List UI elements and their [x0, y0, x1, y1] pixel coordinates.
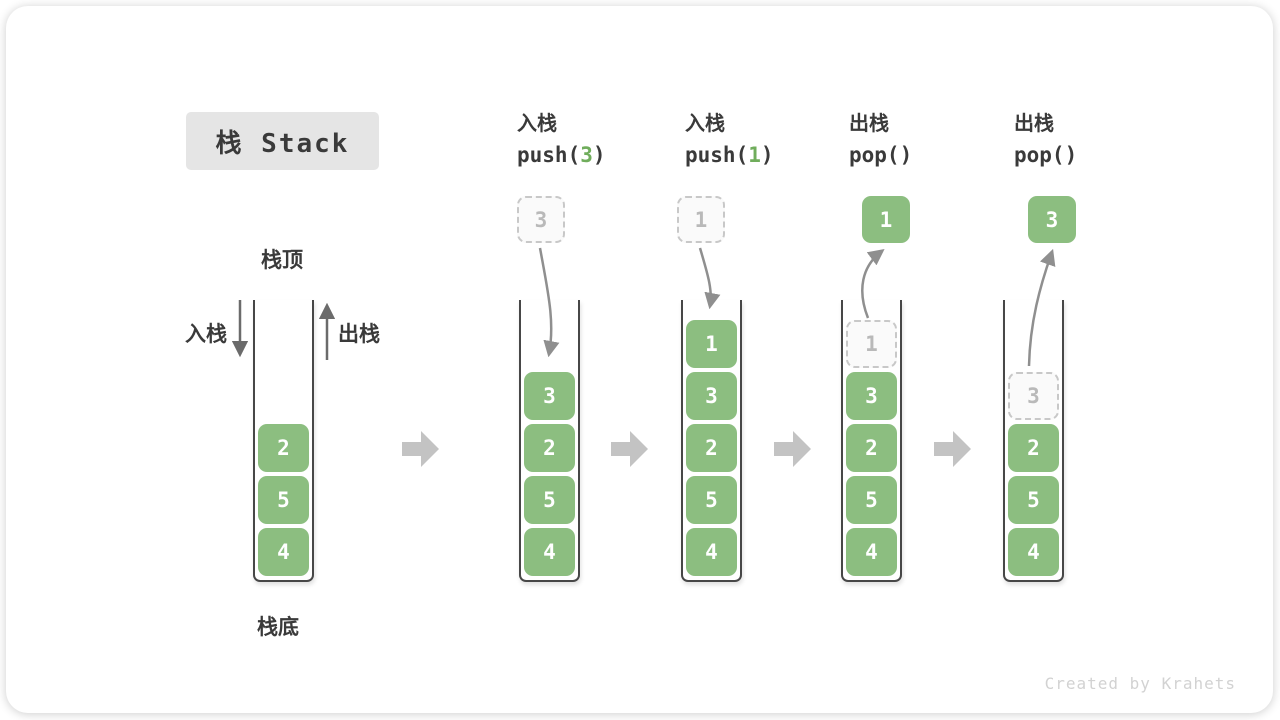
stack-cell: 3 — [846, 372, 897, 420]
popped-value-box: 3 — [1028, 196, 1076, 243]
popped-value-box: 1 — [862, 196, 910, 243]
diagram-title: 栈 Stack — [215, 128, 350, 159]
step-arrow-icon — [774, 431, 811, 472]
stack-cell: 5 — [686, 476, 737, 524]
push-side-label: 入栈 — [185, 323, 227, 346]
incoming-value-box: 1 — [677, 196, 725, 243]
stack-cell: 5 — [1008, 476, 1059, 524]
stack-cell-ghost: 1 — [846, 320, 897, 368]
operation-1: 入栈 push(3) — [517, 107, 606, 167]
operation-3: 出栈 pop() — [849, 107, 912, 167]
stack-cell: 5 — [258, 476, 309, 524]
stack-cell-ghost: 3 — [1008, 372, 1059, 420]
step-arrow-icon — [402, 431, 439, 472]
stack-cell: 4 — [846, 528, 897, 576]
stack-top-label: 栈顶 — [261, 249, 303, 272]
operation-name: 入栈 — [685, 113, 725, 135]
operation-name: 入栈 — [517, 113, 557, 135]
stack-cell: 4 — [524, 528, 575, 576]
stack-cell: 4 — [686, 528, 737, 576]
stack-cell: 1 — [686, 320, 737, 368]
operation-code: pop() — [1014, 143, 1078, 167]
stack-cell: 3 — [686, 372, 737, 420]
operation-2: 入栈 push(1) — [685, 107, 774, 167]
credit-text: Created by Krahets — [1044, 674, 1236, 693]
operation-code: push(3) — [517, 143, 606, 167]
stack-cell: 2 — [1008, 424, 1059, 472]
stack-bottom-label: 栈底 — [257, 616, 299, 639]
stack-cell: 5 — [846, 476, 897, 524]
stack-cell: 2 — [258, 424, 309, 472]
stack-cell: 5 — [524, 476, 575, 524]
step-arrow-icon — [934, 431, 971, 472]
stack-cell: 2 — [686, 424, 737, 472]
stack-cell: 4 — [258, 528, 309, 576]
stack-cell: 4 — [1008, 528, 1059, 576]
stack-cell: 2 — [524, 424, 575, 472]
stack-cell: 2 — [846, 424, 897, 472]
operation-code: push(1) — [685, 143, 774, 167]
operation-name: 出栈 — [1014, 113, 1054, 135]
diagram-title-box: 栈 Stack — [186, 112, 379, 170]
stack-cell: 3 — [524, 372, 575, 420]
operation-code: pop() — [849, 143, 913, 167]
incoming-value-box: 3 — [517, 196, 565, 243]
step-arrow-icon — [611, 431, 648, 472]
operation-4: 出栈 pop() — [1014, 107, 1077, 167]
operation-name: 出栈 — [849, 113, 889, 135]
pop-side-label: 出栈 — [338, 323, 380, 346]
